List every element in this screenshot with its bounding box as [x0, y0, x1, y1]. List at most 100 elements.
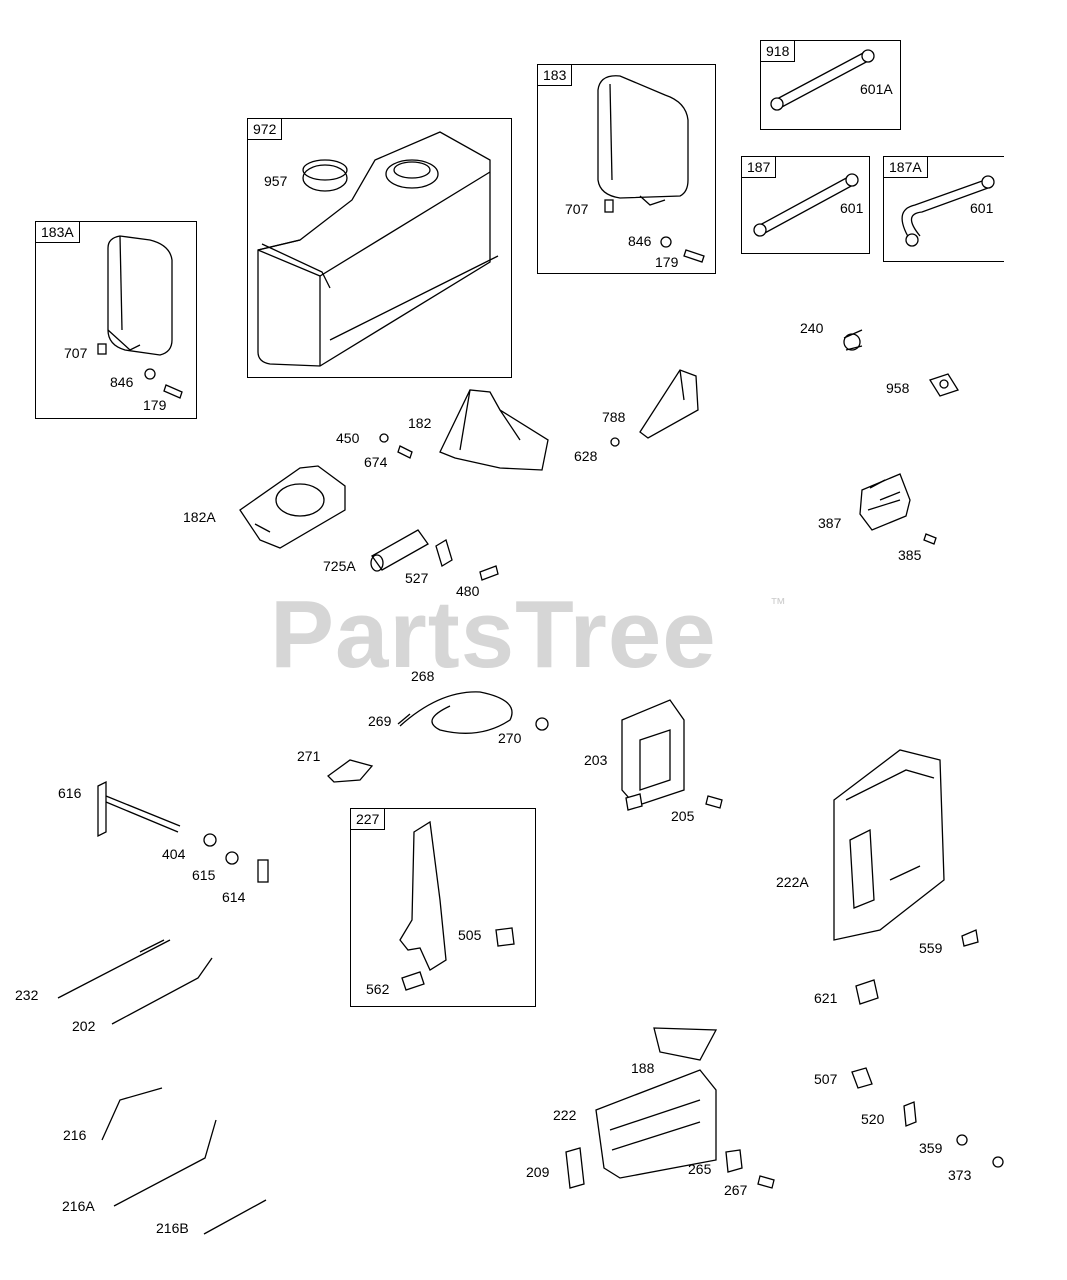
part-label-268: 268: [411, 668, 435, 684]
part-label-373: 373: [948, 1167, 972, 1183]
drawing-387-fuel-pump: [859, 473, 937, 545]
part-label-520: 520: [861, 1111, 885, 1127]
part-label-387: 387: [818, 515, 842, 531]
part-label-209: 209: [526, 1164, 550, 1180]
drawing-232-link: [57, 939, 171, 999]
part-label-674: 674: [364, 454, 388, 470]
part-label-188: 188: [631, 1060, 655, 1076]
drawing-359-nut: [956, 1134, 968, 1146]
part-label-621: 621: [814, 990, 838, 1006]
drawing-373-nut: [992, 1156, 1004, 1168]
kit-box-187A: 187A: [883, 156, 1004, 262]
part-label-202: 202: [72, 1018, 96, 1034]
part-label-205: 205: [671, 808, 695, 824]
part-label-222: 222: [553, 1107, 577, 1123]
drawing-216A-link: [113, 1119, 217, 1207]
part-label-628: 628: [574, 448, 598, 464]
part-label-505: 505: [458, 927, 482, 943]
part-label-725A: 725A: [323, 558, 356, 574]
part-label-267: 267: [724, 1182, 748, 1198]
part-label-265: 265: [688, 1161, 712, 1177]
drawing-222-bracket: [565, 1027, 775, 1189]
kit-tag-183: 183: [538, 65, 573, 86]
drawing-520-spring: [903, 1101, 917, 1127]
part-label-385: 385: [898, 547, 922, 563]
drawing-182A-plate: [239, 465, 346, 549]
drawing-187A-fuel-line: [901, 175, 995, 247]
part-label-559: 559: [919, 940, 943, 956]
drawing-507-clip: [851, 1067, 873, 1089]
part-label-707: 707: [565, 201, 589, 217]
part-label-359: 359: [919, 1140, 943, 1156]
kit-box-227: 227: [350, 808, 536, 1007]
part-label-601: 601: [840, 200, 864, 216]
drawing-268-cable: [327, 691, 549, 783]
part-label-179: 179: [143, 397, 167, 413]
kit-tag-918: 918: [761, 41, 796, 62]
part-label-216B: 216B: [156, 1220, 189, 1236]
drawing-203-bracket: [621, 699, 723, 811]
drawing-450-674-hardware: [379, 433, 413, 459]
drawing-972-fuel-tank: [257, 131, 499, 367]
kit-tag-187: 187: [742, 157, 777, 178]
drawing-216-link: [101, 1087, 163, 1141]
kit-box-183: 183: [537, 64, 716, 274]
part-label-601A: 601A: [860, 81, 893, 97]
drawing-202-link: [111, 957, 213, 1025]
kit-box-187: 187: [741, 156, 870, 254]
drawing-958-fuel-filter: [929, 373, 959, 397]
kit-tag-227: 227: [351, 809, 386, 830]
kit-tag-187A: 187A: [884, 157, 928, 178]
part-label-450: 450: [336, 430, 360, 446]
drawing-527-clip: [435, 539, 453, 567]
kit-tag-972: 972: [248, 119, 283, 140]
part-label-601: 601: [970, 200, 994, 216]
part-label-182: 182: [408, 415, 432, 431]
drawing-240-shutoff-valve: [843, 329, 863, 351]
part-label-614: 614: [222, 889, 246, 905]
part-label-957: 957: [264, 173, 288, 189]
part-label-404: 404: [162, 846, 186, 862]
part-label-846: 846: [110, 374, 134, 390]
part-label-216A: 216A: [62, 1198, 95, 1214]
drawing-222A-bracket: [833, 749, 979, 1005]
drawing-788-bracket: [610, 369, 699, 447]
drawing-183-shroud: [597, 75, 705, 263]
part-label-615: 615: [192, 867, 216, 883]
drawing-216B-link: [203, 1199, 267, 1235]
drawing-227-lever: [399, 820, 515, 991]
part-label-179: 179: [655, 254, 679, 270]
part-label-480: 480: [456, 583, 480, 599]
drawing-918-fuel-line: [770, 49, 875, 111]
part-label-788: 788: [602, 409, 626, 425]
part-label-240: 240: [800, 320, 824, 336]
part-label-507: 507: [814, 1071, 838, 1087]
part-label-232: 232: [15, 987, 39, 1003]
part-label-527: 527: [405, 570, 429, 586]
part-label-958: 958: [886, 380, 910, 396]
kit-box-183A: 183A: [35, 221, 197, 419]
part-label-269: 269: [368, 713, 392, 729]
part-label-182A: 182A: [183, 509, 216, 525]
kit-box-918: 918: [760, 40, 901, 130]
watermark: PartsTree: [270, 581, 717, 688]
trademark-mark: ™: [770, 596, 786, 613]
part-label-616: 616: [58, 785, 82, 801]
part-label-270: 270: [498, 730, 522, 746]
kit-tag-183A: 183A: [36, 222, 80, 243]
part-label-203: 203: [584, 752, 608, 768]
kit-box-972: 972: [247, 118, 512, 378]
drawing-480-screw: [479, 565, 499, 581]
drawing-183A-hardware: [97, 343, 183, 399]
part-label-271: 271: [297, 748, 321, 764]
drawing-725A-spacer: [370, 529, 429, 572]
drawing-182-bracket: [439, 389, 549, 471]
part-label-846: 846: [628, 233, 652, 249]
part-label-222A: 222A: [776, 874, 809, 890]
part-label-707: 707: [64, 345, 88, 361]
drawing-187-fuel-line: [753, 173, 859, 237]
drawing-183A-shroud: [107, 235, 173, 356]
part-label-562: 562: [366, 981, 390, 997]
